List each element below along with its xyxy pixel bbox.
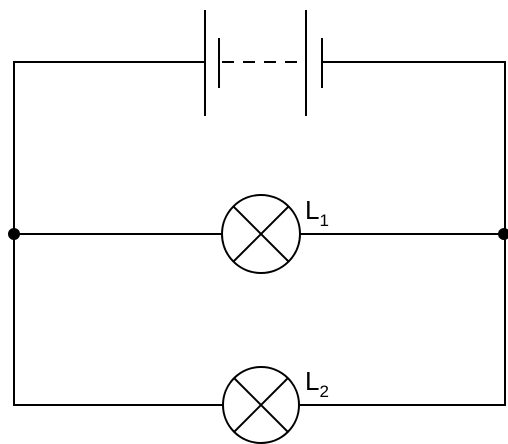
- lamp-l1-label: L1: [305, 195, 329, 230]
- lamp-l1-symbol: [221, 194, 301, 274]
- lamp-l2-label: L2: [305, 366, 329, 401]
- lamp-l2-symbol: [222, 366, 300, 444]
- junction-dot-right: [498, 228, 508, 240]
- junction-dot-left: [8, 228, 20, 240]
- battery-symbol: [204, 10, 323, 116]
